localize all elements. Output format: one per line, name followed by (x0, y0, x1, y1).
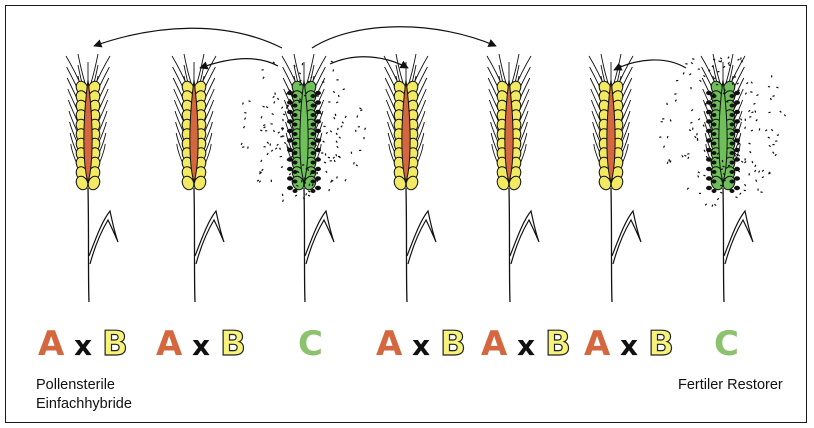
letter-b-6: B (648, 324, 674, 364)
letter-c-7: C (714, 324, 739, 364)
leaf (612, 211, 641, 264)
cross-symbol-2: x (192, 328, 210, 364)
cross-symbol-5: x (517, 328, 535, 364)
leaf (89, 211, 118, 264)
letter-b-5: B (545, 324, 571, 364)
stem (509, 188, 510, 302)
letter-b-1: B (102, 324, 128, 364)
letter-b-4: B (440, 324, 466, 364)
plant-5-sterile (487, 54, 539, 302)
leaf (724, 211, 753, 264)
cross-symbol-6: x (620, 328, 638, 364)
arrow-to-plant-5 (312, 27, 496, 48)
arrow-to-plant-6 (614, 60, 686, 70)
stem (611, 188, 612, 302)
label-left-line1: Pollensterile (36, 376, 132, 395)
label-fertile-restorer: Fertiler Restorer (678, 376, 783, 395)
letter-a-5: A (481, 324, 507, 364)
letter-a-4: A (376, 324, 402, 364)
pollen-arrows (94, 27, 686, 70)
plant-1-sterile (66, 54, 118, 302)
letter-a-1: A (38, 324, 64, 364)
label-pollensterile-hybrid: Pollensterile Einfachhybride (36, 376, 132, 414)
letter-a-2: A (156, 324, 182, 364)
stem (194, 188, 195, 302)
stem (304, 188, 305, 302)
plant-3-restorer (282, 54, 334, 302)
cross-symbol-1: x (74, 328, 92, 364)
plants-layer (66, 54, 753, 302)
letter-c-3: C (298, 324, 323, 364)
stem (723, 188, 724, 302)
label-left-line2: Einfachhybride (36, 395, 132, 414)
plant-4-sterile (384, 54, 436, 302)
leaf (407, 211, 436, 264)
leaf (510, 211, 539, 264)
stem (406, 188, 407, 302)
leaf (195, 211, 224, 264)
plant-7-restorer (701, 54, 753, 302)
cross-symbol-4: x (412, 328, 430, 364)
leaf (305, 211, 334, 264)
plant-2-sterile (172, 54, 224, 302)
letter-b-2: B (220, 324, 246, 364)
plant-6-sterile (589, 54, 641, 302)
letter-a-6: A (584, 324, 610, 364)
arrow-to-plant-1 (94, 28, 282, 48)
stem (88, 188, 89, 302)
